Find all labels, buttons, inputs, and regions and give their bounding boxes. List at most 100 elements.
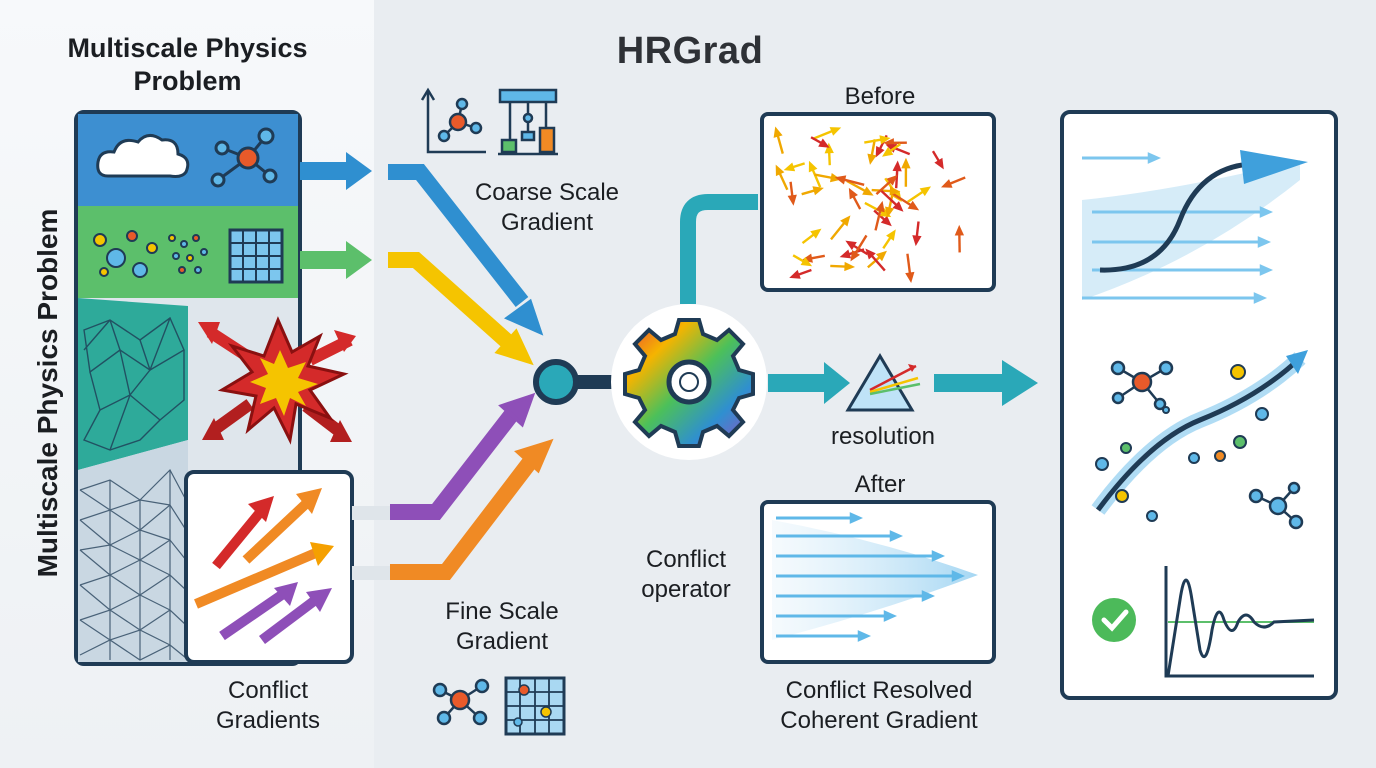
grid-icon [228, 228, 284, 284]
chaotic-arrow [776, 133, 784, 154]
coherent-arrow-head [889, 530, 903, 542]
before-label: Before [844, 83, 916, 110]
chaotic-arrow-head [886, 229, 896, 241]
balance-icon [498, 88, 558, 156]
check-icon [1092, 598, 1136, 642]
oscillation-chart [1164, 566, 1315, 678]
explosion-icon [198, 316, 356, 445]
chaotic-arrow-head [787, 194, 797, 206]
chaotic-arrow [874, 207, 883, 231]
coherent-arrow-head [883, 610, 897, 622]
result-panel [1060, 110, 1338, 700]
chaotic-arrow [853, 234, 868, 256]
chaotic-arrow-head [850, 249, 861, 262]
chaotic-arrow [830, 220, 847, 241]
coherent-arrow-head [921, 590, 935, 602]
chaotic-arrow [777, 170, 789, 191]
chaotic-arrow-head [879, 135, 891, 145]
chaotic-arrow-head [808, 160, 818, 173]
flow-arrow-head [1147, 152, 1161, 164]
chaotic-arrow [810, 166, 822, 188]
chaotic-arrow-head [840, 215, 851, 227]
chaotic-arrow-head [834, 175, 847, 185]
chaotic-arrow [894, 167, 899, 189]
chaotic-arrow [906, 253, 912, 277]
before-panel [760, 112, 996, 292]
chaotic-arrow [846, 179, 868, 194]
chaotic-arrow-head [810, 228, 822, 239]
chaotic-arrow [880, 190, 900, 208]
chaotic-arrow-head [886, 175, 898, 186]
chaotic-arrow-head [892, 160, 902, 172]
chaotic-arrow-head [875, 250, 887, 262]
chaotic-arrow-head [901, 157, 911, 169]
chaotic-arrow-head [848, 187, 858, 200]
chaotic-arrow-head [789, 269, 801, 279]
resolution-label: resolution [830, 423, 936, 450]
coherent-arrows [776, 512, 965, 642]
cloud-icon [96, 134, 190, 178]
gear-icon [611, 304, 767, 460]
chaotic-arrow [907, 189, 926, 203]
stack-output-arrows [300, 152, 392, 580]
after-panel [760, 500, 996, 664]
molecule-icon-bottom [432, 678, 490, 726]
prism-icon [845, 353, 921, 412]
grid-icon-bottom [504, 676, 566, 736]
page-title: HRGrad [616, 30, 764, 72]
conflict-operator-label: Conflict operator [641, 546, 731, 603]
molecule-icon-result-2 [1248, 481, 1304, 530]
chaotic-arrow-head [885, 206, 895, 218]
chart-icon [420, 87, 486, 154]
molecule-icon [210, 127, 278, 188]
chaotic-arrow-head [867, 153, 877, 165]
scatter-dots [1095, 364, 1269, 522]
chaotic-arrow-head [839, 249, 852, 259]
particles-icon [93, 230, 208, 278]
chaotic-arrow-head [912, 235, 922, 247]
before-connector [680, 194, 758, 304]
flow-lines [1082, 152, 1273, 304]
chaotic-arrow-head [905, 271, 915, 284]
chaotic-arrow-head [892, 201, 904, 212]
flow-arrow-head [1259, 264, 1273, 276]
chaotic-arrow [864, 201, 886, 215]
chaotic-arrow-head [773, 126, 783, 138]
chaotic-arrow-head [783, 162, 796, 172]
prism-arrows [768, 360, 1038, 406]
chaotic-arrow-head [875, 200, 885, 213]
chaotic-arrow-head [881, 146, 894, 157]
mesh-icon [83, 316, 185, 451]
chaotic-arrow-head [885, 144, 898, 153]
chaotic-arrow-head [829, 127, 842, 136]
conflict-gradients-panel [184, 470, 354, 664]
chaotic-arrow-head [800, 256, 813, 267]
junction-node [533, 359, 622, 405]
chaotic-arrow-head [907, 200, 920, 211]
coherent-arrow-head [951, 570, 965, 582]
chaotic-arrow-head [941, 179, 953, 188]
chaotic-arrow-head [818, 138, 830, 148]
molecule-icon-result [1110, 360, 1174, 411]
chaotic-arrow [812, 129, 835, 141]
conflict-gradients-label: Conflict Gradients [215, 677, 321, 734]
chaotic-arrow-head [880, 215, 892, 227]
coherent-arrow-head [931, 550, 945, 562]
coherent-arrow-head [857, 630, 871, 642]
fine-mesh-pattern [79, 469, 187, 661]
chaotic-arrow-head [824, 142, 834, 154]
chaotic-arrow-head [862, 186, 874, 196]
fine-scale-label: Fine Scale Gradient [445, 598, 559, 655]
chaotic-arrow-head [889, 186, 901, 196]
chaotic-arrow-head [919, 186, 932, 197]
resolved-label: Conflict Resolved Coherent Gradient [780, 677, 978, 734]
chaotic-arrow [892, 192, 914, 208]
converging-arrows [388, 164, 554, 580]
coarse-scale-label: Coarse Scale Gradient [474, 179, 620, 236]
chaotic-arrows [773, 126, 966, 284]
chaotic-arrow-head [865, 248, 876, 260]
chaotic-arrow-head [775, 164, 785, 177]
chaotic-arrow [875, 178, 893, 196]
chaotic-arrow-head [844, 261, 856, 272]
